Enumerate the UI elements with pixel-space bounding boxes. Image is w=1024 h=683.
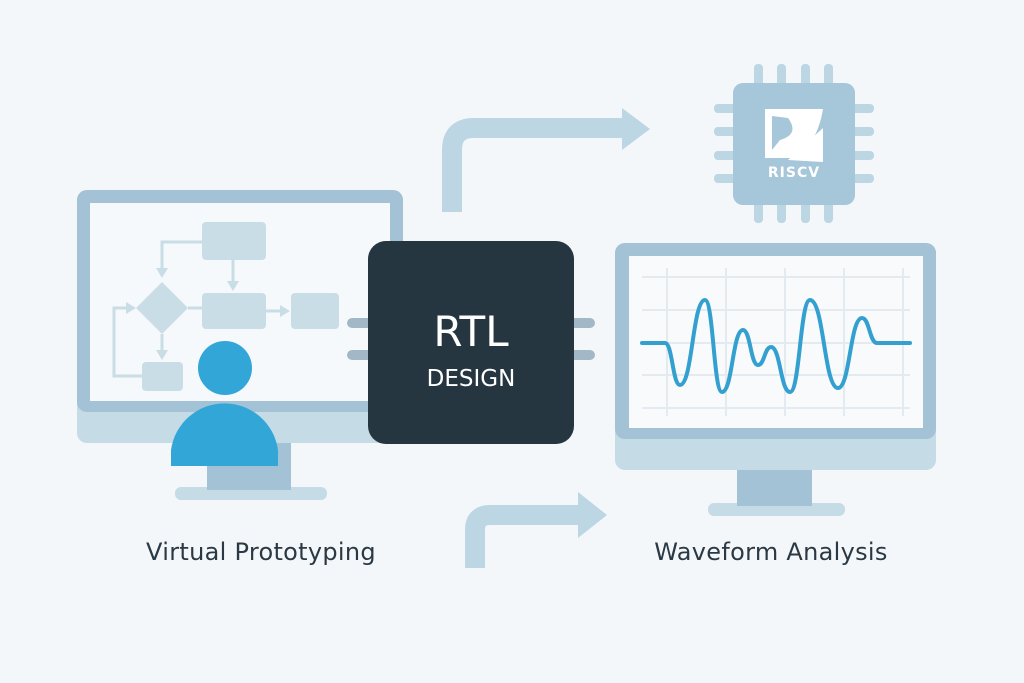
riscv-chip-icon — [714, 64, 874, 223]
arrow-right-icon-bottom — [465, 492, 607, 568]
rtl-chip-icon — [347, 241, 595, 444]
label-virtual-prototyping: Virtual Prototyping — [146, 538, 376, 566]
arrow-right-icon-top — [442, 108, 650, 212]
waveform-icon — [640, 298, 912, 394]
label-waveform-analysis: Waveform Analysis — [654, 538, 888, 566]
flowchart-icon — [112, 222, 339, 391]
rtl-chip-title: RTL — [433, 307, 509, 356]
person-icon — [171, 341, 278, 466]
rtl-chip-subtitle: DESIGN — [426, 366, 516, 392]
monitor-icon-right — [615, 243, 936, 516]
riscv-chip-label: RISCV — [767, 165, 821, 181]
